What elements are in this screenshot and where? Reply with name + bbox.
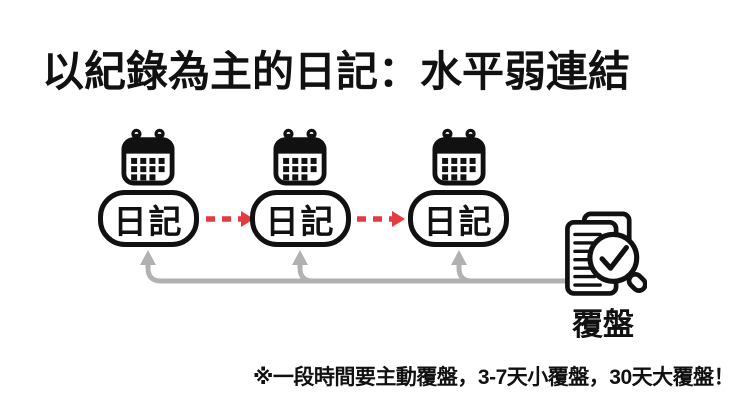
feedback-connector bbox=[145, 263, 585, 284]
document-check-magnifier-icon bbox=[565, 211, 647, 296]
diary-node-label: 日記 bbox=[265, 202, 336, 240]
page-title: 以紀錄為主的日記：水平弱連結 bbox=[42, 48, 631, 95]
diary-node: 日記 bbox=[250, 190, 351, 247]
diary-node-label: 日記 bbox=[423, 202, 494, 240]
review-label: 覆盤 bbox=[572, 307, 634, 342]
diary-node: 日記 bbox=[408, 190, 509, 247]
feedback-arrowheads bbox=[140, 250, 467, 265]
calendar-icon bbox=[432, 128, 486, 186]
calendar-icon bbox=[273, 128, 327, 186]
diary-node-label: 日記 bbox=[113, 202, 184, 240]
footnote: ※一段時間要主動覆盤，3-7天小覆盤，30天大覆盤！ bbox=[253, 366, 735, 389]
diary-node: 日記 bbox=[98, 190, 199, 247]
calendar-icon bbox=[121, 128, 175, 186]
dashed-arrowheads bbox=[241, 211, 405, 227]
